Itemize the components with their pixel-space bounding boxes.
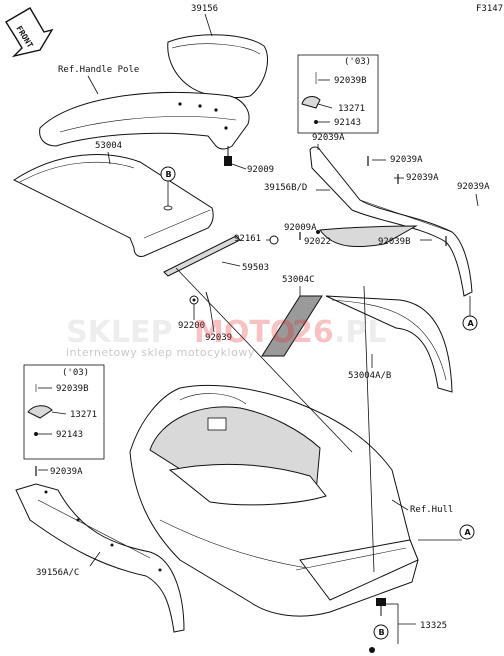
label-53004ab: 53004A/B <box>348 371 391 381</box>
mat-53004 <box>12 154 214 257</box>
inset-right-item-3: 92143 <box>334 118 361 128</box>
label-39156ac: 39156A/C <box>36 568 79 578</box>
svg-text:B: B <box>166 170 172 179</box>
label-ref-handle-pole: Ref.Handle Pole <box>58 65 139 75</box>
inset-right-year: ('03) <box>344 57 371 67</box>
hull <box>129 384 419 617</box>
bolt-92009 <box>224 146 232 166</box>
label-92200: 92200 <box>178 321 205 331</box>
washer-92200 <box>189 295 199 305</box>
svg-text:A: A <box>468 319 475 328</box>
watermark: SKLEP MOTO 26 .PL internetowy sklep moto… <box>66 315 387 359</box>
label-53004c: 53004C <box>282 275 315 285</box>
side-protector-39156bd <box>309 146 473 297</box>
pad-53004c <box>261 295 323 357</box>
label-39156bd: 39156B/D <box>264 183 307 193</box>
figure-id: F3147 <box>476 4 503 14</box>
watermark-brand-4: .PL <box>334 315 387 350</box>
label-92161: 92161 <box>234 234 261 244</box>
label-92039a-4: 92039A <box>457 182 490 192</box>
label-92039a-2: 92039A <box>390 155 423 165</box>
label-92022: 92022 <box>304 237 331 247</box>
side-protector-39156ac <box>15 483 185 633</box>
inset-left-item-3: 92143 <box>56 430 83 440</box>
label-53004: 53004 <box>95 141 122 151</box>
screw-92039 <box>205 291 211 307</box>
label-92009a: 92009A <box>284 223 317 233</box>
label-92009: 92009 <box>247 165 274 175</box>
drain-plug-13325: B <box>369 598 416 653</box>
inset-right-item-2: 13271 <box>338 104 365 114</box>
svg-text:B: B <box>379 628 385 637</box>
label-92039a-3: 92039A <box>406 173 439 183</box>
label-ref-hull: Ref.Hull <box>410 505 453 515</box>
strip-59503 <box>163 235 241 277</box>
watermark-brand-2: MOTO <box>194 315 295 350</box>
inset-left-item-2: 13271 <box>70 410 97 420</box>
label-92039: 92039 <box>205 333 232 343</box>
label-92039a-1: 92039A <box>312 133 345 143</box>
label-92039a-left: 92039A <box>50 467 83 477</box>
front-arrow-icon: FRONT <box>5 7 54 58</box>
pad-53004ab <box>325 295 453 393</box>
label-13325: 13325 <box>420 621 447 631</box>
svg-text:A: A <box>465 528 472 537</box>
label-39156: 39156 <box>191 4 218 14</box>
watermark-brand-3: 26 <box>292 315 334 350</box>
callout-b-top: B <box>160 166 176 211</box>
inset-left: ('03) 92039B 13271 92143 <box>23 364 105 460</box>
callout-a-hull: A <box>418 524 475 541</box>
seat-pad-39156 <box>167 34 268 99</box>
label-92039b-r: 92039B <box>378 237 411 247</box>
inset-left-year: ('03) <box>62 368 89 378</box>
handle-pole <box>39 92 250 150</box>
inset-left-item-1: 92039B <box>56 384 89 394</box>
watermark-brand-1: SKLEP <box>66 315 172 350</box>
inset-right: ('03) 92039B 13271 92143 <box>297 54 379 134</box>
inset-right-item-1: 92039B <box>334 76 367 86</box>
watermark-tagline: internetowy sklep motocyklowy <box>66 346 255 359</box>
callout-a-right: A <box>462 296 478 331</box>
label-59503: 59503 <box>242 263 269 273</box>
